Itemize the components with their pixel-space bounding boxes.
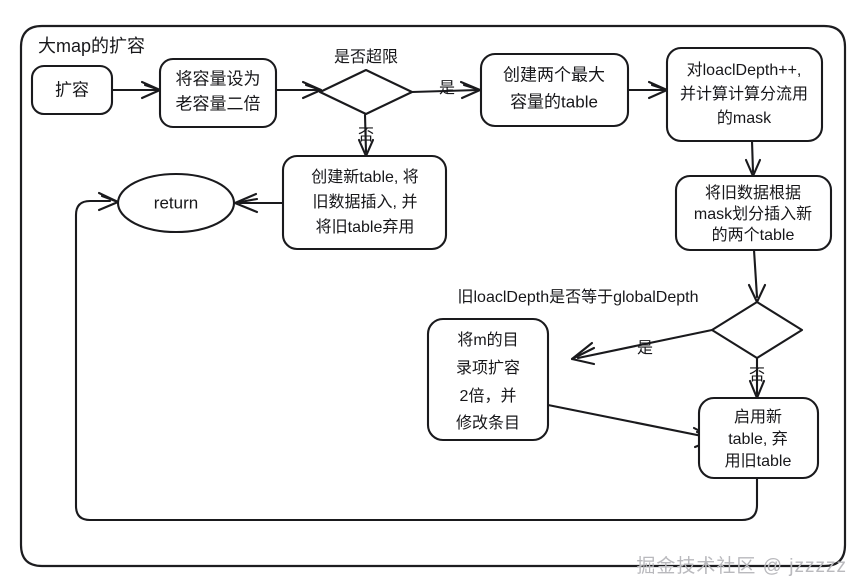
node-create-new-table-shape <box>281 154 448 251</box>
node-expand-directory-line3: 2倍，并 <box>460 387 517 405</box>
diagram-title: 大map的扩容 <box>38 36 145 56</box>
node-create-two-max-tables-line1: 创建两个最大 <box>503 65 605 84</box>
node-double-capacity-line1: 将容量设为 <box>176 69 261 88</box>
node-create-new-table-line1: 创建新table, 将 <box>311 168 419 186</box>
node-split-by-mask-shape <box>674 174 833 252</box>
node-enable-new-table-line2: table, 弃 <box>728 430 788 448</box>
node-over-limit-decision[interactable]: 是否超限 否 是 <box>318 48 455 144</box>
node-return[interactable]: return <box>116 172 236 234</box>
node-split-by-mask[interactable]: 将旧数据根据 mask划分插入新 的两个table <box>674 174 833 252</box>
node-local-depth-inc[interactable]: 对loaclDepth++, 并计算计算分流用 的mask <box>665 46 824 143</box>
node-expand-directory-line1: 将m的目 <box>457 331 518 349</box>
node-double-capacity-line2: 老容量二倍 <box>176 94 261 113</box>
node-split-by-mask-line2: mask划分插入新 <box>694 205 812 223</box>
edge-label-over-limit-no: 否 <box>358 127 374 144</box>
node-double-capacity-shape <box>158 57 278 129</box>
watermark: 掘金技术社区 @ jzzzzz <box>636 556 847 577</box>
node-expand-directory-line2: 录项扩容 <box>456 359 520 377</box>
node-return-shape <box>116 172 236 234</box>
node-enable-new-table-line3: 用旧table <box>725 452 792 470</box>
node-local-depth-inc-line3: 的mask <box>717 109 772 127</box>
edge-double-capacity-to-over-limit <box>273 80 323 100</box>
node-depth-equal-diamond <box>710 300 804 360</box>
node-depth-equal-decision[interactable]: 旧loaclDepth是否等于globalDepth 否 是 <box>457 288 804 384</box>
node-expand-directory[interactable]: 将m的目 录项扩容 2倍，并 修改条目 <box>426 317 550 442</box>
node-create-two-max-tables-line2: 容量的table <box>510 92 598 111</box>
node-enable-new-table-line1: 启用新 <box>734 408 782 426</box>
node-create-two-max-tables[interactable]: 创建两个最大 容量的table <box>479 52 630 128</box>
node-start[interactable]: 扩容 <box>30 64 114 116</box>
node-start-label: 扩容 <box>55 80 89 99</box>
node-create-two-max-tables-shape <box>479 52 630 128</box>
node-double-capacity[interactable]: 将容量设为 老容量二倍 <box>158 57 278 129</box>
node-create-new-table-line2: 旧数据插入, 并 <box>313 193 418 211</box>
node-split-by-mask-line1: 将旧数据根据 <box>705 184 801 202</box>
edge-depth-yes <box>570 328 714 366</box>
edge-label-depth-no: 否 <box>749 367 765 384</box>
node-expand-directory-line4: 修改条目 <box>456 414 520 432</box>
depth-equal-decision-label: 旧loaclDepth是否等于globalDepth <box>457 288 698 306</box>
edge-label-depth-yes: 是 <box>637 340 653 357</box>
node-create-new-table-line3: 将旧table弃用 <box>316 218 415 236</box>
node-local-depth-inc-shape <box>665 46 824 143</box>
node-enable-new-table[interactable]: 启用新 table, 弃 用旧table <box>697 396 820 480</box>
node-local-depth-inc-line2: 并计算计算分流用 <box>680 84 808 103</box>
node-over-limit-diamond <box>318 68 414 116</box>
outer-container <box>19 24 847 568</box>
node-return-label: return <box>154 193 198 212</box>
node-local-depth-inc-line1: 对loaclDepth++, <box>687 61 802 79</box>
node-expand-directory-shape <box>426 317 550 442</box>
node-split-by-mask-line3: 的两个table <box>712 226 795 244</box>
edge-label-over-limit-yes: 是 <box>439 80 455 97</box>
node-start-shape <box>30 64 114 116</box>
node-create-new-table[interactable]: 创建新table, 将 旧数据插入, 并 将旧table弃用 <box>281 154 448 251</box>
node-enable-new-table-shape <box>697 396 820 480</box>
over-limit-decision-label: 是否超限 <box>334 48 398 66</box>
